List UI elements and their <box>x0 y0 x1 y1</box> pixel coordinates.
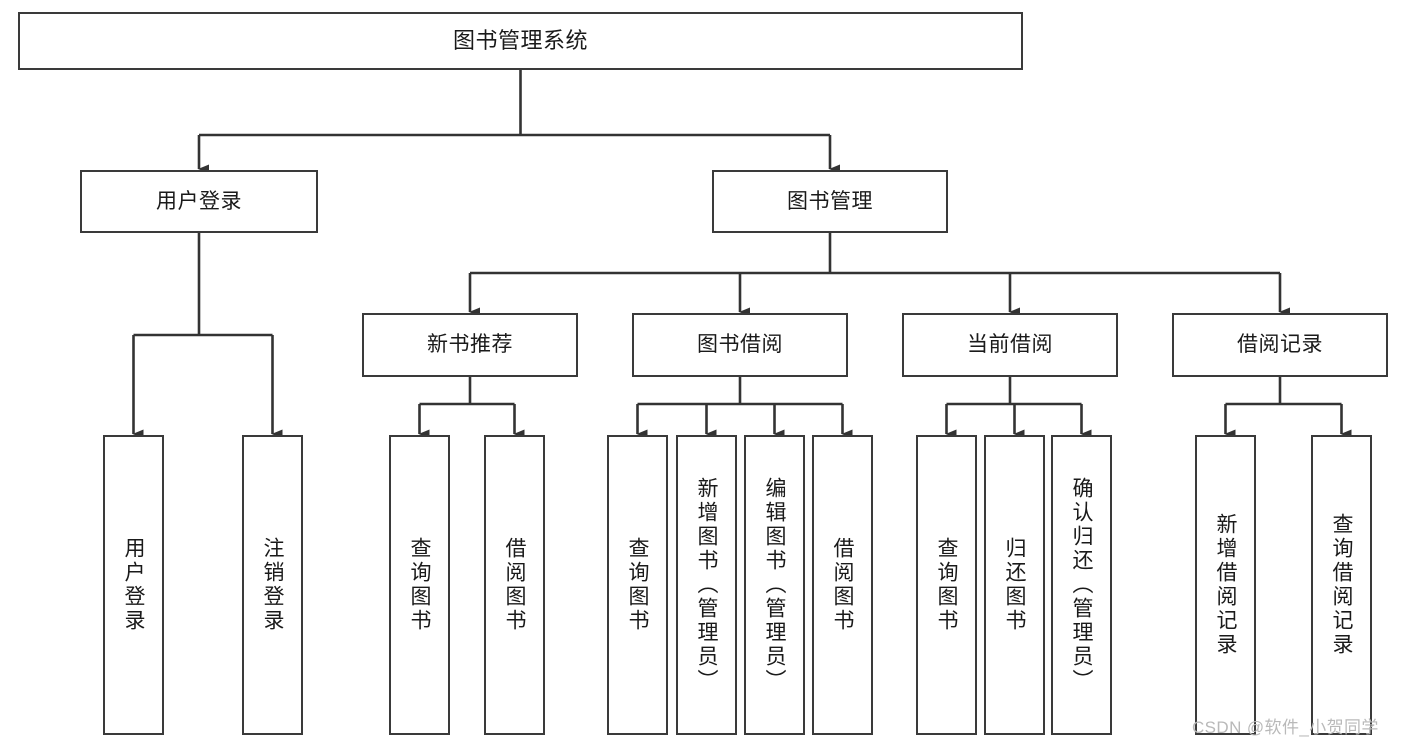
node-label: 查询图书 <box>408 537 431 633</box>
node-label: 借阅图书 <box>831 537 854 633</box>
node-leaf-add-record[interactable]: 新增借阅记录 <box>1195 435 1256 735</box>
node-label: 查询图书 <box>626 537 649 633</box>
node-book-borrow[interactable]: 图书借阅 <box>632 313 848 377</box>
node-user-login[interactable]: 用户登录 <box>80 170 318 233</box>
node-label: 查询图书 <box>935 537 958 633</box>
node-label: 借阅记录 <box>1237 333 1323 357</box>
node-label: 借阅图书 <box>503 537 526 633</box>
node-leaf-query-record[interactable]: 查询借阅记录 <box>1311 435 1372 735</box>
node-leaf-logout[interactable]: 注销登录 <box>242 435 303 735</box>
node-label: 当前借阅 <box>967 333 1053 357</box>
node-label: 用户登录 <box>122 537 145 633</box>
node-borrow-record[interactable]: 借阅记录 <box>1172 313 1388 377</box>
node-leaf-borrow-book-rec[interactable]: 借阅图书 <box>484 435 545 735</box>
node-label: 图书管理系统 <box>452 27 588 53</box>
node-label: 新增图书（管理员） <box>695 477 718 693</box>
node-leaf-query-book-current[interactable]: 查询图书 <box>916 435 977 735</box>
node-leaf-query-book-borrow[interactable]: 查询图书 <box>607 435 668 735</box>
node-label: 新增借阅记录 <box>1214 513 1237 657</box>
node-label: 查询借阅记录 <box>1330 513 1353 657</box>
node-label: 新书推荐 <box>427 333 513 357</box>
node-leaf-return-book[interactable]: 归还图书 <box>984 435 1045 735</box>
node-leaf-user-login[interactable]: 用户登录 <box>103 435 164 735</box>
node-new-book-rec[interactable]: 新书推荐 <box>362 313 578 377</box>
node-label: 图书借阅 <box>697 333 783 357</box>
node-label: 用户登录 <box>156 189 242 213</box>
node-leaf-edit-book[interactable]: 编辑图书（管理员） <box>744 435 805 735</box>
node-current-borrow[interactable]: 当前借阅 <box>902 313 1118 377</box>
node-label: 注销登录 <box>261 537 284 633</box>
node-book-manage[interactable]: 图书管理 <box>712 170 948 233</box>
node-leaf-query-book-rec[interactable]: 查询图书 <box>389 435 450 735</box>
node-label: 确认归还（管理员） <box>1070 477 1093 693</box>
node-root[interactable]: 图书管理系统 <box>18 12 1023 70</box>
node-leaf-add-book[interactable]: 新增图书（管理员） <box>676 435 737 735</box>
node-label: 编辑图书（管理员） <box>763 477 786 693</box>
node-leaf-borrow-book[interactable]: 借阅图书 <box>812 435 873 735</box>
node-label: 归还图书 <box>1003 537 1026 633</box>
node-leaf-confirm-return[interactable]: 确认归还（管理员） <box>1051 435 1112 735</box>
node-label: 图书管理 <box>787 189 873 213</box>
